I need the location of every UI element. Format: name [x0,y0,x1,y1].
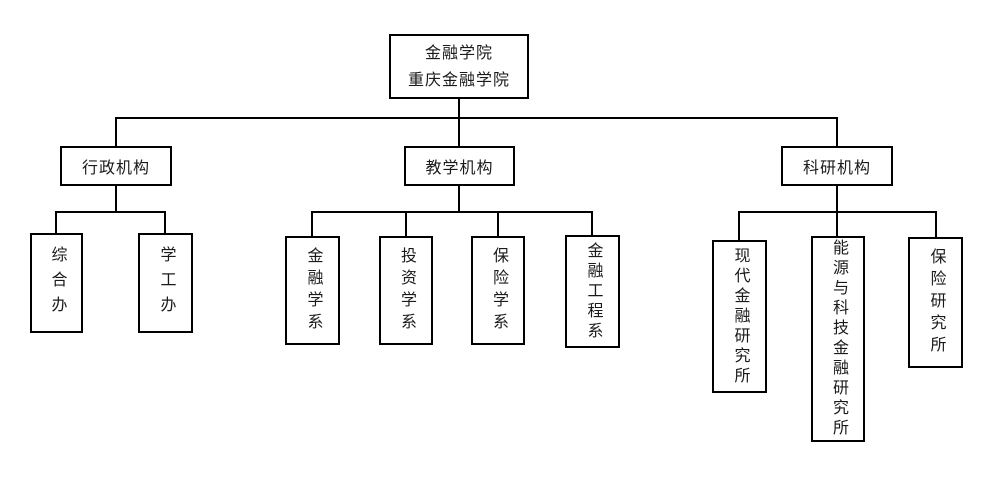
connector-drop-admin [115,117,117,146]
node-modern-finance-institute: 现代金融研究所 [712,240,767,393]
branch-teaching-label: 教学机构 [425,160,494,177]
student-affairs-office-label: 学工办 [157,245,175,321]
connector-teaching-child1-drop [311,211,313,236]
branch-research-label: 科研机构 [802,160,871,177]
node-branch-teaching: 教学机构 [404,146,515,186]
financial-engineering-department-label: 金融工程系 [584,241,602,342]
modern-finance-institute-label: 现代金融研究所 [731,246,749,387]
node-branch-research: 科研机构 [781,146,893,186]
connector-research-child3-drop [935,211,937,237]
node-energy-tech-finance-institute: 能源与科技金融研究所 [811,236,865,442]
branch-admin-label: 行政机构 [81,160,150,177]
connector-teaching-child4-drop [591,211,593,235]
node-insurance-institute: 保险研究所 [908,237,963,368]
root-title-line1: 金融学院 [424,44,493,62]
connector-admin-horizontal [55,211,166,213]
node-insurance-department: 保险学系 [471,236,525,345]
investment-department-label: 投资学系 [398,246,415,335]
finance-department-label: 金融学系 [304,246,322,335]
connector-research-child2-drop [836,211,838,236]
connector-admin-drop [115,186,117,213]
insurance-department-label: 保险学系 [490,246,507,335]
root-title-line2: 重庆金融学院 [407,71,510,89]
connector-teaching-child2-drop [405,211,407,236]
node-finance-department: 金融学系 [285,236,340,345]
connector-drop-research [836,117,838,146]
connector-drop-teaching [458,117,460,146]
connector-teaching-child3-drop [497,211,499,236]
connector-research-drop [836,186,838,213]
connector-admin-child1-drop [55,211,57,233]
connector-teaching-drop [458,186,460,213]
node-investment-department: 投资学系 [379,236,433,345]
energy-tech-finance-institute-label: 能源与科技金融研究所 [830,239,847,439]
connector-research-child1-drop [738,211,740,240]
node-general-office: 综合办 [30,233,83,333]
node-financial-engineering-department: 金融工程系 [565,235,620,348]
node-root: 金融学院 重庆金融学院 [389,34,529,99]
node-student-affairs-office: 学工办 [138,233,193,333]
connector-level1-horizontal [115,117,838,119]
insurance-institute-label: 保险研究所 [927,247,945,358]
connector-admin-child2-drop [164,211,166,233]
connector-root-drop [458,97,460,118]
general-office-label: 综合办 [48,245,66,321]
connector-teaching-horizontal [311,211,593,213]
node-branch-admin: 行政机构 [60,146,172,186]
